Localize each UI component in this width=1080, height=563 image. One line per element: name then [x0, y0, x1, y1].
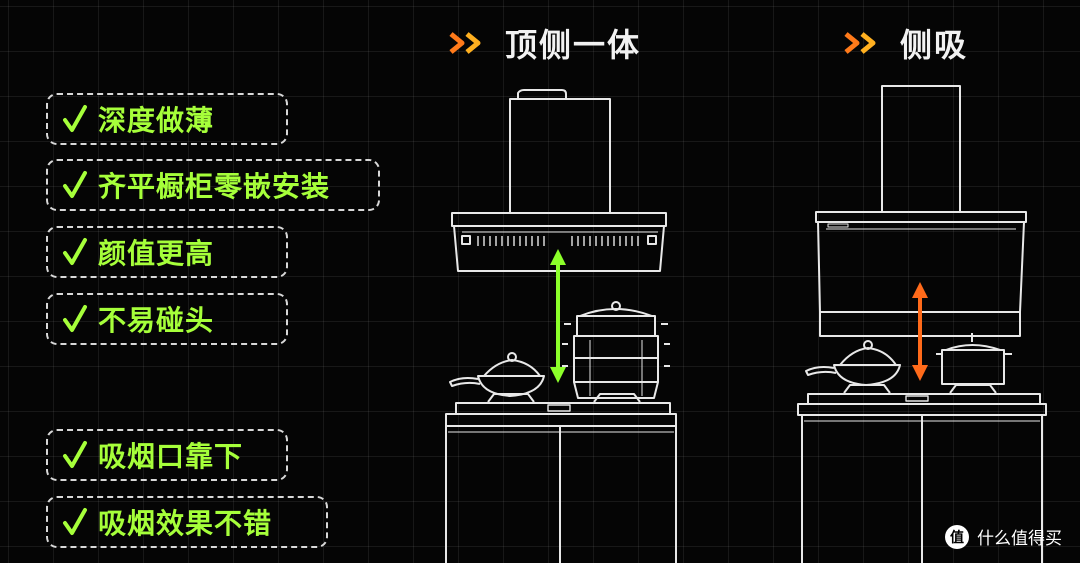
left-panel-heading: 顶侧一体: [447, 20, 641, 66]
left-wok: [449, 352, 545, 397]
feature-good-suction: 吸烟效果不错: [46, 496, 328, 548]
left-range-hood: [451, 89, 667, 272]
feature-label: 吸烟口靠下: [98, 440, 244, 473]
watermark: 值 什么值得买: [945, 524, 1062, 549]
check-icon: [63, 508, 87, 535]
right-range-hood: [815, 85, 1027, 337]
watermark-badge: 值: [945, 524, 969, 549]
feature-thin-depth: 深度做薄: [46, 93, 288, 145]
watermark-text: 什么值得买: [977, 529, 1062, 549]
left-panel-title: 顶侧一体: [505, 26, 642, 64]
check-icon: [63, 238, 87, 265]
right-cabinet: [797, 393, 1047, 563]
check-icon: [63, 105, 87, 132]
right-stock-pot: [936, 333, 1012, 385]
feature-no-head-bump: 不易碰头: [46, 293, 288, 345]
feature-flush-install: 齐平橱柜零嵌安装: [46, 159, 380, 211]
right-wok: [805, 340, 901, 386]
feature-label: 颜值更高: [98, 237, 215, 270]
feature-list: 深度做薄 齐平橱柜零嵌安装 颜值更高 不易碰头 吸烟口靠下 吸烟效果不错: [0, 0, 400, 563]
left-steamer-pot: [562, 301, 670, 399]
double-chevron-icon: [844, 32, 876, 54]
feature-label: 齐平橱柜零嵌安装: [98, 170, 331, 203]
check-icon: [63, 441, 87, 468]
feature-better-looks: 颜值更高: [46, 226, 288, 278]
left-cabinet: [445, 402, 677, 563]
feature-label: 吸烟效果不错: [98, 507, 273, 540]
feature-label: 不易碰头: [98, 304, 215, 337]
double-chevron-icon: [449, 32, 481, 54]
check-icon: [63, 171, 87, 198]
right-panel-title: 侧吸: [900, 26, 969, 64]
feature-low-intake: 吸烟口靠下: [46, 429, 288, 481]
check-icon: [63, 305, 87, 332]
feature-label: 深度做薄: [98, 104, 215, 137]
right-panel-heading: 侧吸: [842, 20, 968, 66]
